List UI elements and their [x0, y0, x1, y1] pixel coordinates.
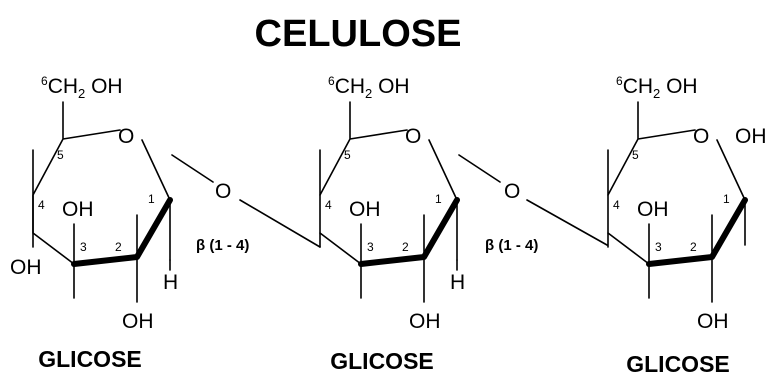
c6-label: 6CH2 OH: [41, 74, 123, 101]
carbon-3-number: 3: [367, 240, 374, 254]
c6-label: 6CH2 OH: [328, 74, 410, 101]
c3-hydroxyl: OH: [10, 256, 42, 279]
c2-hydroxyl: OH: [122, 310, 154, 333]
link-oxygen: O: [504, 180, 520, 203]
carbon-4-number: 4: [325, 198, 332, 212]
glucose-unit-2: 6CH2 OH O 5 4 3 2 1 OH OH H GLICOSE: [319, 74, 465, 374]
carbon-2-number: 2: [402, 240, 409, 254]
ring-bonds: [32, 101, 171, 265]
carbon-3-number: 3: [655, 240, 662, 254]
carbon-5-number: 5: [57, 148, 64, 162]
carbon-1-number: 1: [435, 192, 442, 206]
unit-name: GLICOSE: [38, 346, 142, 372]
ring-bonds: [319, 101, 458, 265]
c1-hydrogen: H: [450, 271, 465, 294]
unit-name: GLICOSE: [626, 351, 730, 376]
carbon-5-number: 5: [632, 148, 639, 162]
glycosidic-link-1: O β (1 - 4): [171, 154, 321, 254]
glucose-unit-3: 6CH2 OH O OH 5 4 3 2 1 OH OH GLICOSE: [607, 74, 767, 376]
diagram-title: CELULOSE: [255, 13, 462, 55]
substituent-bonds: [32, 149, 171, 303]
ring-oxygen: O: [118, 125, 134, 148]
ring-oxygen: O: [693, 125, 709, 148]
carbon-2-number: 2: [690, 240, 697, 254]
substituent-bonds: [607, 149, 713, 303]
carbon-4-number: 4: [613, 198, 620, 212]
c4-hydroxyl: OH: [349, 198, 381, 221]
ring-oxygen: O: [405, 125, 421, 148]
ring-bonds: [607, 101, 746, 265]
c2-hydroxyl: OH: [697, 310, 729, 333]
c4-hydroxyl: OH: [637, 198, 669, 221]
link-label: β (1 - 4): [485, 237, 538, 254]
c2-hydroxyl: OH: [409, 310, 441, 333]
carbon-2-number: 2: [115, 240, 122, 254]
unit-name: GLICOSE: [330, 348, 434, 374]
c1-hydroxyl: OH: [735, 125, 767, 148]
carbon-1-number: 1: [723, 192, 730, 206]
substituent-bonds: [319, 149, 458, 303]
carbon-3-number: 3: [80, 240, 87, 254]
link-label: β (1 - 4): [196, 237, 249, 254]
c1-hydrogen: H: [163, 271, 178, 294]
carbon-5-number: 5: [344, 148, 351, 162]
glycosidic-link-2: O β (1 - 4): [458, 154, 608, 254]
carbon-4-number: 4: [38, 198, 45, 212]
glucose-unit-1: 6CH2 OH O 5 4 3 2 1 OH OH OH H GLICOSE: [10, 74, 178, 372]
link-bonds: [458, 154, 608, 246]
carbon-1-number: 1: [148, 192, 155, 206]
c6-label: 6CH2 OH: [616, 74, 698, 101]
c4-hydroxyl: OH: [62, 198, 94, 221]
link-bonds: [171, 154, 321, 248]
link-oxygen: O: [215, 180, 231, 203]
